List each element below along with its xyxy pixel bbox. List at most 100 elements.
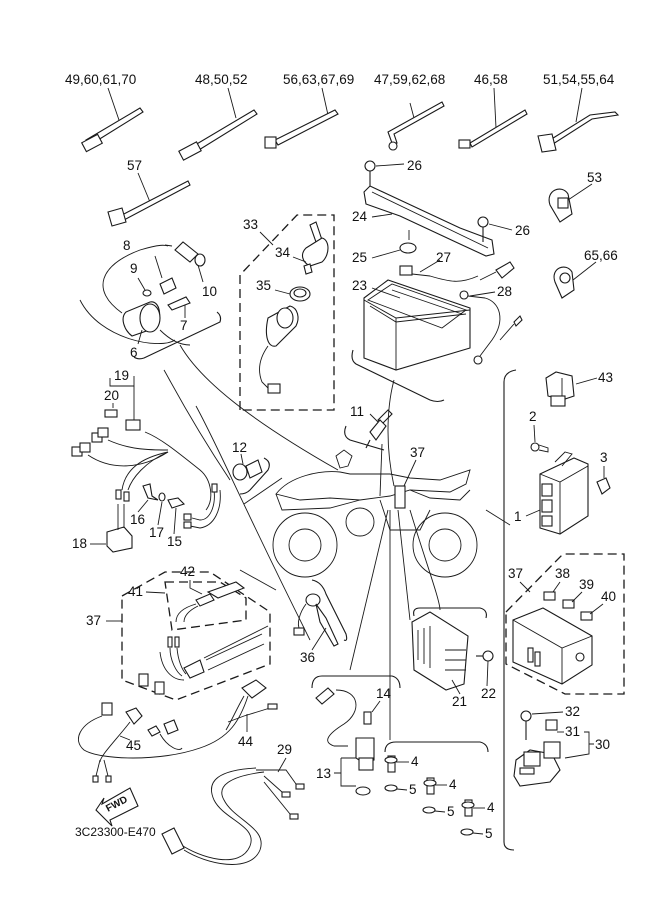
cable-tie-57 [107, 172, 191, 227]
bracket-thermo [239, 457, 270, 495]
callout-27: 27 [436, 250, 451, 265]
callout-28: 28 [497, 284, 512, 299]
callout-4c: 4 [487, 800, 495, 815]
callout-33: 33 [243, 217, 258, 232]
callout-25: 25 [352, 250, 367, 265]
battery-lead-27 [399, 261, 515, 282]
callout-42: 42 [180, 564, 195, 579]
dashed-box-37-subharness [121, 571, 271, 701]
dashed-box-fusebox [505, 553, 625, 695]
bolt-4b [423, 777, 437, 795]
washer-5b [422, 806, 436, 814]
bracket-coil [133, 311, 222, 360]
callout-37-subharness: 37 [86, 613, 101, 628]
callout-20: 20 [104, 388, 119, 403]
callout-65-66: 65,66 [584, 248, 618, 263]
callout-46-58: 46,58 [474, 72, 508, 87]
callout-12: 12 [232, 440, 247, 455]
fwd-arrow-icon: FWD [95, 787, 139, 827]
bracket-36 [311, 579, 348, 641]
bracket-16 [142, 483, 159, 501]
callout-45: 45 [126, 738, 141, 753]
callout-23: 23 [352, 278, 367, 293]
atv-vehicle [272, 449, 478, 578]
fuse-box [512, 607, 593, 685]
battery-pad [399, 230, 417, 254]
cable-tie-47-59-62-68 [387, 101, 445, 151]
callout-43: 43 [598, 370, 613, 385]
callout-30: 30 [595, 737, 610, 752]
callout-37-fusebox: 37 [508, 566, 523, 581]
wire-lead-29 [161, 767, 305, 865]
bracket-bolts [384, 741, 489, 753]
callout-34: 34 [275, 245, 291, 260]
callout-8: 8 [123, 238, 131, 253]
callout-4b: 4 [449, 777, 457, 792]
cable-tie-51-54-55-64 [537, 87, 620, 153]
callout-39: 39 [579, 577, 594, 592]
switch-36 [293, 593, 339, 647]
nut-3 [596, 477, 611, 495]
relay-18 [106, 504, 133, 553]
bracket-sensor [311, 675, 401, 689]
cable-tie-48-50-52 [178, 87, 258, 161]
sub-lead-44 [147, 679, 278, 750]
callout-10: 10 [202, 284, 217, 299]
callout-6: 6 [130, 345, 138, 360]
ignition-coil-group [79, 241, 206, 346]
washer-5c [460, 828, 474, 836]
callout-31: 31 [565, 724, 580, 739]
bracket-right-panel [503, 369, 517, 851]
callout-9: 9 [130, 261, 138, 276]
fuse-holder-19 [125, 419, 212, 511]
callout-38: 38 [555, 566, 570, 581]
switch-15 [167, 497, 186, 509]
rectifier-21 [411, 611, 469, 691]
callout-19: 19 [114, 368, 129, 383]
fuse-39 [562, 599, 575, 609]
relay-43 [545, 371, 575, 407]
callout-7: 7 [180, 318, 188, 333]
dashed-box-41 [164, 581, 247, 631]
callout-24: 24 [352, 209, 368, 224]
callout-49-60-61-70: 49,60,61,70 [65, 72, 136, 87]
sub-harness-37 [138, 625, 269, 695]
callout-14: 14 [376, 686, 392, 701]
callout-51-54-55-64: 51,54,55,64 [543, 72, 615, 87]
callout-5a: 5 [409, 782, 417, 797]
battery-lead-28 [459, 290, 523, 365]
callout-11: 11 [350, 404, 364, 419]
callout-47-59-62-68: 47,59,62,68 [374, 72, 445, 87]
battery [363, 279, 471, 371]
callout-36: 36 [300, 650, 315, 665]
fuse-20 [104, 409, 118, 418]
bracket-plug [344, 425, 385, 451]
callout-18: 18 [72, 536, 87, 551]
main-harness-left [71, 427, 221, 529]
callout-35: 35 [256, 278, 271, 293]
fuse-38 [543, 591, 556, 601]
callout-57: 57 [127, 158, 142, 173]
starter-relay [513, 741, 561, 787]
callout-5b: 5 [447, 804, 455, 819]
cable-tie-46-58 [458, 87, 528, 149]
callout-40: 40 [601, 589, 616, 604]
callout-41: 41 [128, 584, 143, 599]
drawing-code: 3C23300-E470 [75, 825, 156, 839]
callout-48-50-52: 48,50,52 [195, 72, 248, 87]
callout-26-top: 26 [407, 158, 422, 173]
callout-44: 44 [238, 734, 254, 749]
cable-tie-56-63-67-69 [264, 87, 339, 149]
bolt-22 [476, 650, 494, 662]
cdi-unit [539, 451, 589, 535]
callout-13: 13 [316, 766, 331, 781]
bolt-14 [363, 711, 372, 725]
callout-16: 16 [130, 512, 145, 527]
fuse-40 [580, 611, 593, 621]
battery-band [363, 160, 495, 257]
callout-26-right: 26 [515, 223, 530, 238]
callout-3: 3 [600, 450, 608, 465]
dashed-box-33 [239, 214, 335, 411]
callout-1: 1 [514, 509, 522, 524]
